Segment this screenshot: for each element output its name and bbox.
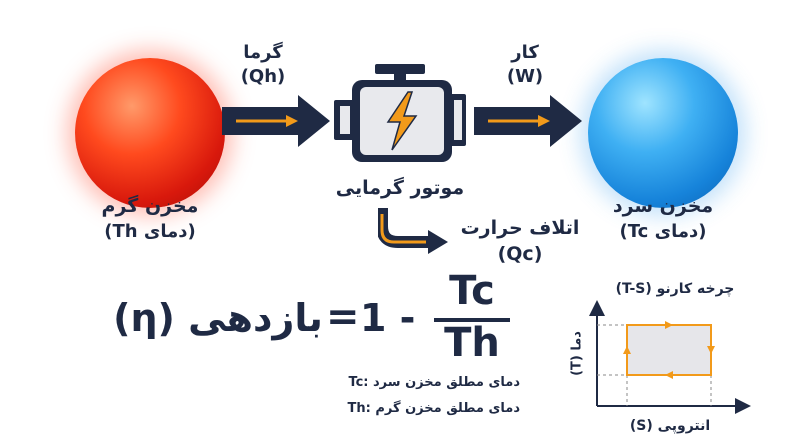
heat-in-arrow xyxy=(222,95,330,147)
carnot-x-label: انتروپی (S) xyxy=(629,418,711,434)
heat-in-symbol: (Qh) xyxy=(240,66,286,87)
th-note: Th: دمای مطلق مخزن گرم xyxy=(347,401,520,416)
hot-reservoir-title: مخزن گرم xyxy=(101,195,199,217)
formula-lhs: (η) بازدهی xyxy=(113,296,323,340)
work-out-label: کار xyxy=(511,42,539,63)
formula-one-minus: 1 - xyxy=(360,296,416,340)
formula-fraction-bar xyxy=(434,318,510,322)
cold-reservoir-subtitle: (دمای Tc) xyxy=(619,221,707,242)
formula-numerator: Tc xyxy=(449,268,495,314)
carnot-title: چرخه کارنو (T-S) xyxy=(615,281,735,297)
formula-equals: = xyxy=(326,294,360,340)
engine-icon xyxy=(334,64,466,162)
heat-in-label: گرما xyxy=(243,42,283,63)
work-out-arrow xyxy=(474,95,582,147)
work-out-symbol: (W) xyxy=(506,66,544,87)
carnot-y-label: دما (T) xyxy=(569,331,585,376)
engine-label: موتور گرمایی xyxy=(335,177,465,199)
formula-denominator: Th xyxy=(444,320,500,366)
carnot-diagram xyxy=(589,300,751,414)
carnot-cycle-rect xyxy=(626,324,712,376)
heat-loss-label: اتلاف حرارت xyxy=(460,217,580,239)
tc-note: Tc: دمای مطلق مخزن سرد xyxy=(348,375,520,390)
cold-reservoir-title: مخزن سرد xyxy=(612,195,714,217)
hot-reservoir-sphere xyxy=(75,58,225,208)
heat-loss-symbol: (Qc) xyxy=(497,243,543,265)
hot-reservoir-subtitle: (دمای Th) xyxy=(104,221,196,242)
heat-loss-arrow xyxy=(378,208,448,254)
cold-reservoir-sphere xyxy=(588,58,738,208)
